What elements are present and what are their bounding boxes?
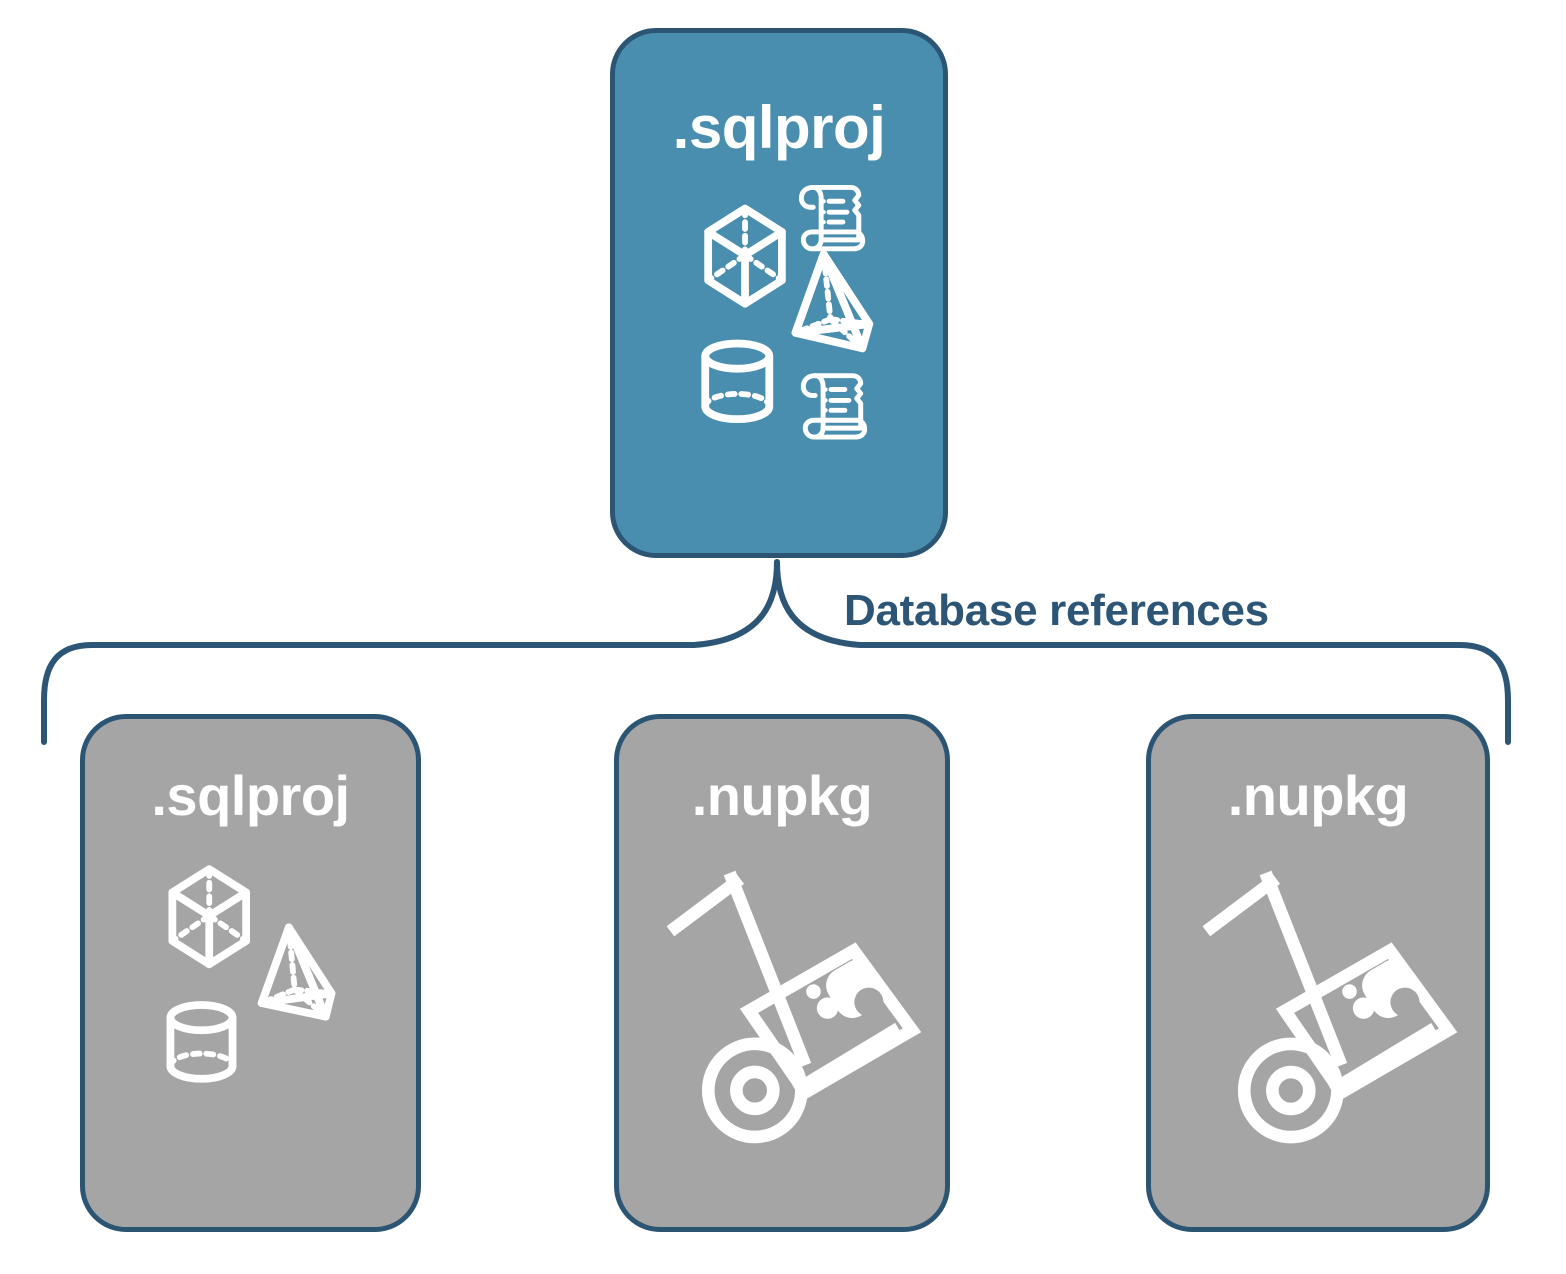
pyramid-icon (791, 250, 874, 353)
node-nupkg-reference-1[interactable]: .nupkg (614, 714, 950, 1232)
node-label: .sqlproj (672, 94, 886, 161)
node-label: .nupkg (1227, 764, 1409, 827)
cylinder-icon (701, 339, 774, 424)
cube-icon (704, 204, 786, 308)
nuget-package-dolly-icon (1202, 870, 1458, 1144)
node-sqlproj-reference[interactable]: .sqlproj (80, 714, 421, 1232)
scroll-icon (800, 373, 868, 440)
bracket-caption: Database references (844, 586, 1269, 635)
node-label: .nupkg (691, 764, 873, 827)
nuget-package-dolly-icon (666, 870, 922, 1144)
scroll-icon (798, 184, 866, 252)
cube-icon (168, 865, 251, 969)
pyramid-icon (257, 923, 336, 1021)
node-nupkg-reference-2[interactable]: .nupkg (1146, 714, 1490, 1232)
node-sqlproj-root[interactable]: .sqlproj (610, 28, 948, 558)
cylinder-icon (166, 1001, 237, 1083)
node-label: .sqlproj (151, 764, 350, 827)
